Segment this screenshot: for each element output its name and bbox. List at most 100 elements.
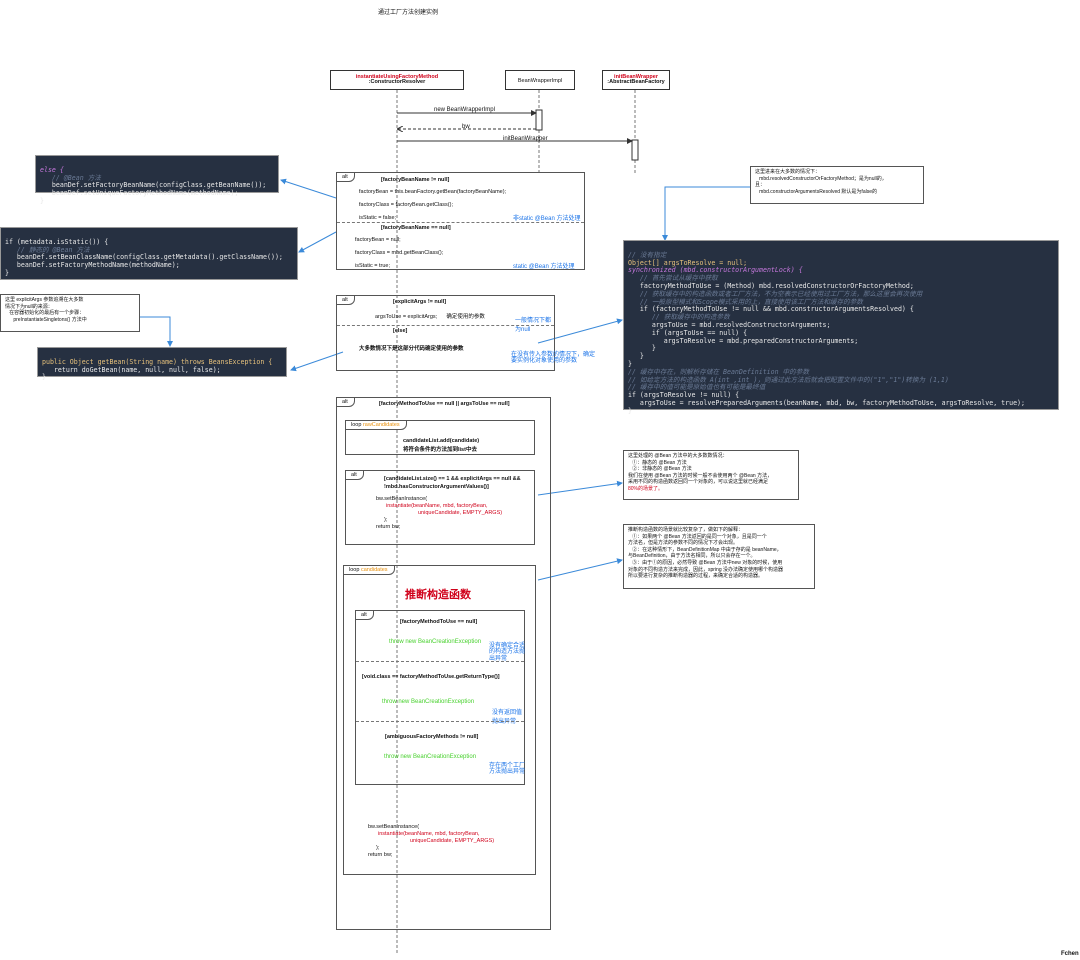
note-line: 所以要进行复杂的推断构造器的过程，来确定合适的构造器。 [628,573,764,580]
note-explicit-args: 这里 explicitArgs 参数追溯在大多数情况下为null的来源： 在容器… [0,294,140,332]
alt-condition: [factoryMethodToUse == null || argsToUse… [379,401,510,407]
code-line: synchronized (mbd.constructorArgumentLoc… [628,266,803,275]
note-line: ①：如果两个 @Bean 方法返回的是同一个对象，且是同一个 [628,533,767,540]
alt-condition: [candidateList.size() == 1 && explicitAr… [384,476,521,490]
code-line: instantiate(beanName, mbd, factoryBean, [386,503,488,509]
code-line: Object[] argsToResolve = null; [628,258,748,267]
note-line: 推断构造函数的场景就比较复杂了，做如下的解释： [628,527,744,533]
code-line: factoryBean = this.beanFactory.getBean(f… [359,189,507,195]
code-line: // 静态的 @Bean 方法 [5,245,90,254]
code-line: beanDef.setFactoryBeanName(configClass.g… [40,181,267,190]
code-line: // 缓存中的值可能是原始值也有可能是最终值 [628,383,766,392]
code-line: if (metadata.isStatic()) { [5,237,109,246]
lifeline-constructor-resolver[interactable]: instantiateUsingFactoryMethod :Construct… [330,70,464,90]
code-line: beanDef.setFactoryMethodName(methodName)… [5,261,180,270]
loop-frame-candidates: loop candidates 推断构造函数 [343,565,536,875]
note-line: 我们在使用 @Bean 方法的时候一般不会使用两个 @Bean 方法， [628,472,773,479]
code-line: uniqueCandidate, EMPTY_ARGS) [418,510,503,516]
throw-statement: throw new BeanCreationException [384,754,477,760]
code-line: return bw; [368,852,393,858]
code-line: ); [384,517,388,523]
code-snippet-get-bean: public Object getBean(String name) throw… [37,347,287,381]
note-line: 情况下为null的来源： [5,303,53,310]
note-cache-condition: 这里进来在大多数的情况下： mbd.resolvedConstructorOrF… [750,166,924,204]
note-line: 这里 explicitArgs 参数追溯在大多数 [5,297,84,303]
code-line: } [628,344,656,353]
code-line: // 一般原型模式和Scope模式采用的上，直接使用该工厂方法和缓存的参数 [628,297,863,306]
lifeline-bean-wrapper-impl[interactable]: BeanWrapperImpl [505,70,575,90]
note-line: 与BeanDefinition，由于方法名相同，所以只会存在一个。 [628,553,756,560]
code-line: beanDef.setUniqueFactoryMethodName(metho… [40,189,239,198]
code-line: argsToUse = mbd.resolvedConstructorArgum… [628,320,831,329]
code-line: factoryMethodToUse = (Method) mbd.resolv… [628,281,914,290]
note-line: 这里处理的 @Bean 方法中的大多数数情况： [628,453,728,459]
code-line: argsToUse = explicitArgs; 确定使用的参数 [375,314,485,320]
note-line: ③：由于①的原因，必然导致 @Bean 方法中new 对象的时候，使用 [628,559,783,566]
code-line: } [628,406,632,415]
alt-condition: [factoryBeanName != null] [381,177,450,183]
code-line: beanDef.setBeanClassName(configClass.get… [5,253,283,262]
frame-tag: alt [355,610,374,620]
note-infer-constructor: 推断构造函数的场景就比较复杂了，做如下的解释： ①：如果两个 @Bean 方法返… [623,524,815,589]
code-line: } [5,268,9,277]
note-line: preInstantiateSingletons() 方法中 [5,316,87,323]
alt-condition: [factoryBeanName == null] [381,225,451,231]
code-line: } [42,373,46,382]
code-line: factoryBean = null; [355,237,401,243]
code-line: factoryClass = factoryBean.getClass(); [359,202,453,208]
lifeline-name: BeanWrapperImpl [517,78,563,84]
note-line: 对象的不同构造方法来完成，因此，spring 没办法确定使用哪个构造器 [628,566,784,573]
code-line: if (argsToUse == null) { [628,328,748,337]
frame-tag: alt [345,470,364,480]
alt-frame-factory-method: alt [factoryMethodToUse == null || argsT… [336,397,551,930]
frame-tag: alt [336,295,355,305]
code-line: // 获取缓存中的构造参数 [628,313,730,322]
lifeline-name: instantiateUsingFactoryMethod [355,74,439,80]
note-line: 采用不同的构造函数返回同一个对象的，可以说这里就已经满足 [628,479,769,486]
message-new-bean-wrapper: new BeanWrapperImpl [434,107,495,113]
alt-frame-explicit-args: alt [explicitArgs != null] argsToUse = e… [336,295,595,371]
code-line: return doGetBean(name, null, null, false… [42,365,221,374]
frame-tag: alt [336,397,355,407]
note-bean-methods: 这里处理的 @Bean 方法中的大多数数情况： ①：静态的 @Bean 方法 ②… [623,450,799,500]
alt-note: static @Bean 方法处理 [513,264,575,270]
code-line: argsToUse = resolvePreparedArguments(bea… [628,398,1025,407]
alt-condition: [factoryMethodToUse == null] [400,619,478,625]
message-init-bean-wrapper: initBeanWrapper [503,136,548,142]
loop-line: 将符合条件的方法加到list中去 [403,447,477,453]
loop-line: candidateList.add(candidate) [403,438,480,444]
alt-description: 大多数情况下是这部分代码确定使用的参数 [359,346,464,352]
frame-tag: loop rawCandidates [345,420,407,430]
code-line: } [628,352,644,361]
alt-note: 一般情况下都为null [515,318,552,333]
alt-frame-factory-bean-name: alt [factoryBeanName != null] factoryBea… [336,172,585,270]
frame-tag: loop candidates [343,565,395,575]
frame-tag: alt [336,172,355,182]
throw-statement: throw new BeanCreationException [382,699,475,705]
note-line: 在容器初始化的最后有一个步骤： [5,310,85,317]
code-line: isStatic = false; [359,215,397,221]
alt-condition: [ambiguousFactoryMethods != null] [385,734,479,740]
alt-condition: [explicitArgs != null] [393,299,447,305]
code-line: // @Bean 方法 [40,173,101,182]
code-line: ); [376,845,380,851]
lifeline-type: :AbstractBeanFactory [607,79,665,85]
alt-divider [356,721,524,722]
note-line: ②：在这种情形下，BeanDefinitionMap 中由于存的是 beanNa… [628,546,782,553]
code-line: argsToResolve = mbd.preparedConstructorA… [628,336,859,345]
code-snippet-else: else { // @Bean 方法 beanDef.setFactoryBea… [35,155,279,205]
alt-condition: [else] [393,328,408,334]
code-line: factoryClass = mbd.getBeanClass(); [355,250,444,256]
alt-divider [356,661,524,662]
code-line: if (argsToResolve != null) { [628,391,740,400]
lifeline-abstract-bean-factory[interactable]: initBeanWrapper :AbstractBeanFactory [602,70,670,90]
alt-divider [337,325,554,326]
alt-note: 在没有传入参数的情况下，确定要实例化对象使用的参数 [511,352,596,365]
alt-condition: [void.class == factoryMethodToUse.getRet… [362,674,500,680]
code-line: } [40,196,44,205]
note-line: ②：非静态的 @Bean 方法 [628,466,692,473]
alt-note: 没有确定合适的构造方法抛出异常 [489,643,526,662]
code-line: // 没有指定 [628,250,667,259]
code-line: if (factoryMethodToUse != null && mbd.co… [628,305,914,314]
